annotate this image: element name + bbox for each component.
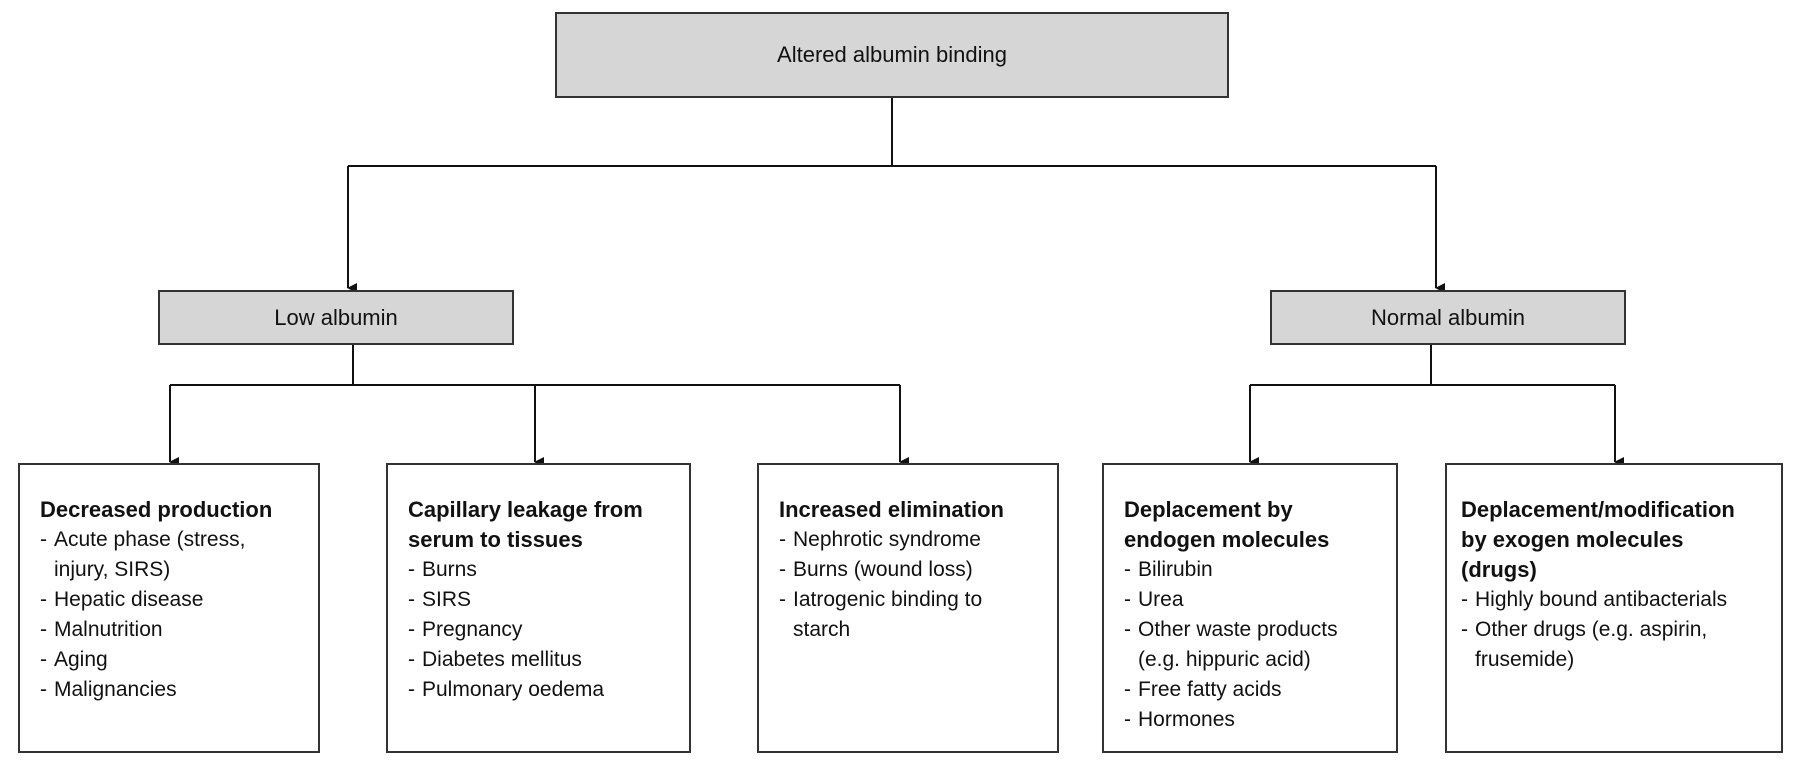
capillary-leakage-box: Capillary leakage from serum to tissues …: [386, 463, 691, 753]
list-item: Free fatty acids: [1124, 675, 1380, 705]
root-box: Altered albumin binding: [555, 12, 1229, 98]
normal-albumin-box: Normal albumin: [1270, 290, 1626, 345]
box-heading: Capillary leakage from serum to tissues: [408, 497, 643, 552]
list-item: Pulmonary oedema: [408, 675, 673, 705]
box-heading: Decreased production: [40, 497, 273, 522]
cause-list: Burns SIRS Pregnancy Diabetes mellitus P…: [408, 555, 673, 705]
cause-list: Highly bound antibacterials Other drugs …: [1461, 585, 1765, 675]
list-item: Pregnancy: [408, 615, 673, 645]
cause-list: Nephrotic syndrome Burns (wound loss) Ia…: [779, 525, 1041, 645]
normal-albumin-label: Normal albumin: [1370, 304, 1526, 330]
box-heading: Deplacement/modification by exogen molec…: [1461, 497, 1735, 582]
list-item: Malignancies: [40, 675, 302, 705]
list-item: Nephrotic syndrome: [779, 525, 1041, 555]
list-item: Diabetes mellitus: [408, 645, 673, 675]
list-item: Acute phase (stress, injury, SIRS): [40, 525, 302, 585]
list-item: Burns (wound loss): [779, 555, 1041, 585]
increased-elimination-box: Increased elimination Nephrotic syndrome…: [757, 463, 1059, 753]
root-label: Altered albumin binding: [777, 42, 1007, 67]
list-item: Hepatic disease: [40, 585, 302, 615]
list-item: Other drugs (e.g. aspirin, frusemide): [1461, 615, 1765, 675]
box-heading: Increased elimination: [779, 497, 1004, 522]
endogen-molecules-box: Deplacement by endogen molecules Bilirub…: [1102, 463, 1398, 753]
list-item: Hormones: [1124, 705, 1380, 735]
list-item: Iatrogenic binding to starch: [779, 585, 1041, 645]
list-item: Bilirubin: [1124, 555, 1380, 585]
low-albumin-box: Low albumin: [158, 290, 514, 345]
cause-list: Bilirubin Urea Other waste products (e.g…: [1124, 555, 1380, 735]
list-item: Aging: [40, 645, 302, 675]
low-albumin-label: Low albumin: [274, 304, 398, 330]
decreased-production-box: Decreased production Acute phase (stress…: [18, 463, 320, 753]
list-item: Highly bound antibacterials: [1461, 585, 1765, 615]
list-item: Burns: [408, 555, 673, 585]
list-item: Malnutrition: [40, 615, 302, 645]
list-item: Urea: [1124, 585, 1380, 615]
list-item: SIRS: [408, 585, 673, 615]
list-item: Other waste products (e.g. hippuric acid…: [1124, 615, 1380, 675]
cause-list: Acute phase (stress, injury, SIRS) Hepat…: [40, 525, 302, 705]
box-heading: Deplacement by endogen molecules: [1124, 497, 1330, 552]
exogen-molecules-box: Deplacement/modification by exogen molec…: [1445, 463, 1783, 753]
